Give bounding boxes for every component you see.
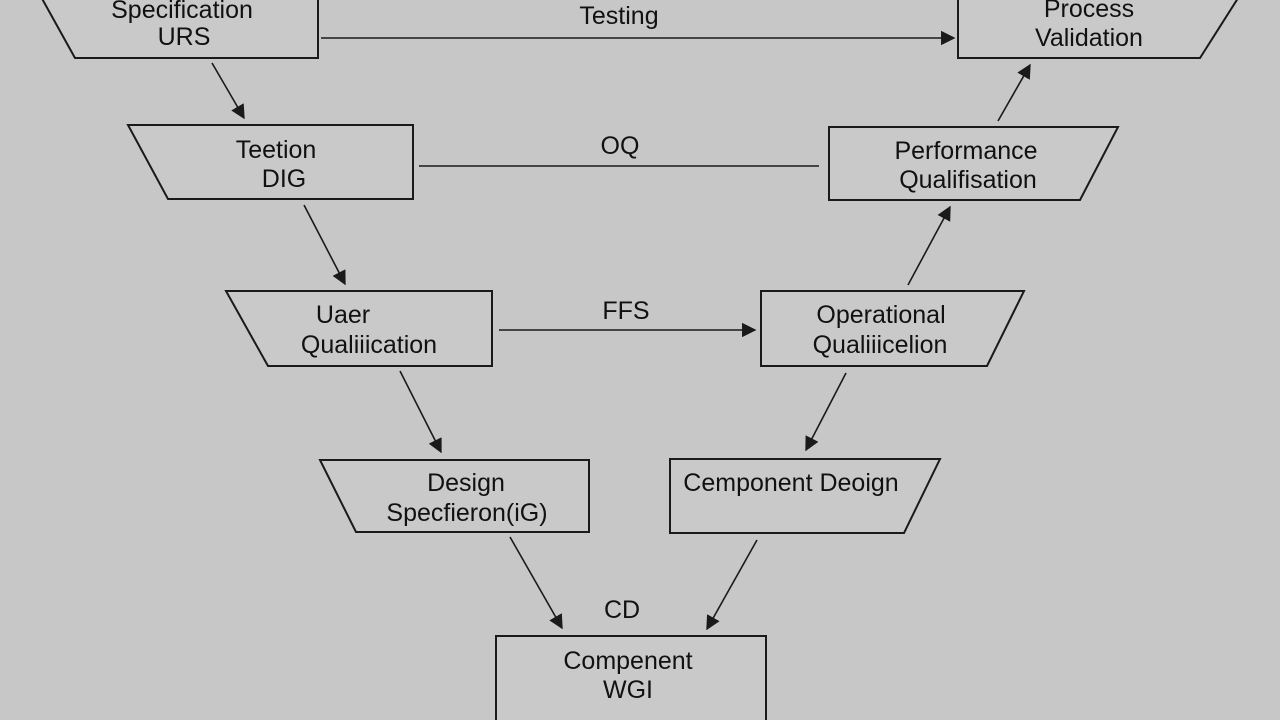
urs-line2: URS [158,23,211,51]
user-to-design-arrow [399,370,442,454]
operational-to-performance-arrow [907,205,951,286]
component-wgi-shape [495,635,767,720]
performance-to-process-arrow [997,63,1031,122]
component-design-line1: Cemponent Deoign [683,469,898,497]
operational-qualification-line1: Operational [816,301,945,329]
component-design-node: Cemponent Deoign [669,458,942,534]
process-validation-line2: Validation [1035,24,1143,52]
component-wgi-node: Compenent WGI [495,635,767,720]
user-qualification-shape [224,290,493,367]
process-validation-node: Process Validation [957,0,1239,59]
component-wgi-line1: Compenent [563,647,692,675]
component-design-shape [669,458,942,534]
user-qualification-line1: Uaer [316,301,370,329]
performance-qualification-node: Performance Qualifisation [828,126,1120,201]
testing-dig-line1: Teetion [236,136,317,164]
testing-dig-node: Teetion DIG [126,124,414,200]
urs-line1: Specification [111,0,253,24]
operational-qualification-node: Operational Qualiiicelion [760,290,1026,367]
testing-to-user-arrow [303,204,346,286]
urs-to-testing-arrow [211,62,245,120]
oq-link-label: OQ [601,132,640,160]
user-qualification-line2: Qualiiication [301,331,437,359]
performance-qualification-line1: Performance [894,137,1037,165]
design-specification-node: Design Specfieron(iG) [318,459,590,533]
operational-qualification-line2: Qualiiicelion [813,331,948,359]
design-specification-line1: Design [427,469,505,497]
urs-node: Specification URS [41,0,319,59]
design-to-component-arrow [509,536,563,630]
testing-dig-shape [126,124,414,200]
operational-to-component-design-arrow [805,372,847,452]
performance-qualification-line2: Qualifisation [899,166,1037,194]
component-design-to-wgi-arrow [706,539,758,631]
ffs-link-label: FFS [602,297,649,325]
process-validation-shape [957,0,1239,59]
process-validation-line1: Process [1044,0,1134,23]
user-qualification-node: Uaer Qualiiication [224,290,493,367]
performance-qualification-shape [828,126,1120,201]
urs-shape [41,0,319,59]
testing-link-label: Testing [579,2,658,30]
design-specification-shape [318,459,590,533]
component-wgi-line2: WGI [603,676,653,704]
operational-qualification-shape [760,290,1026,367]
cd-link-label: CD [604,596,640,624]
testing-dig-line2: DIG [262,165,306,193]
design-specification-line2: Specfieron(iG) [386,499,547,527]
